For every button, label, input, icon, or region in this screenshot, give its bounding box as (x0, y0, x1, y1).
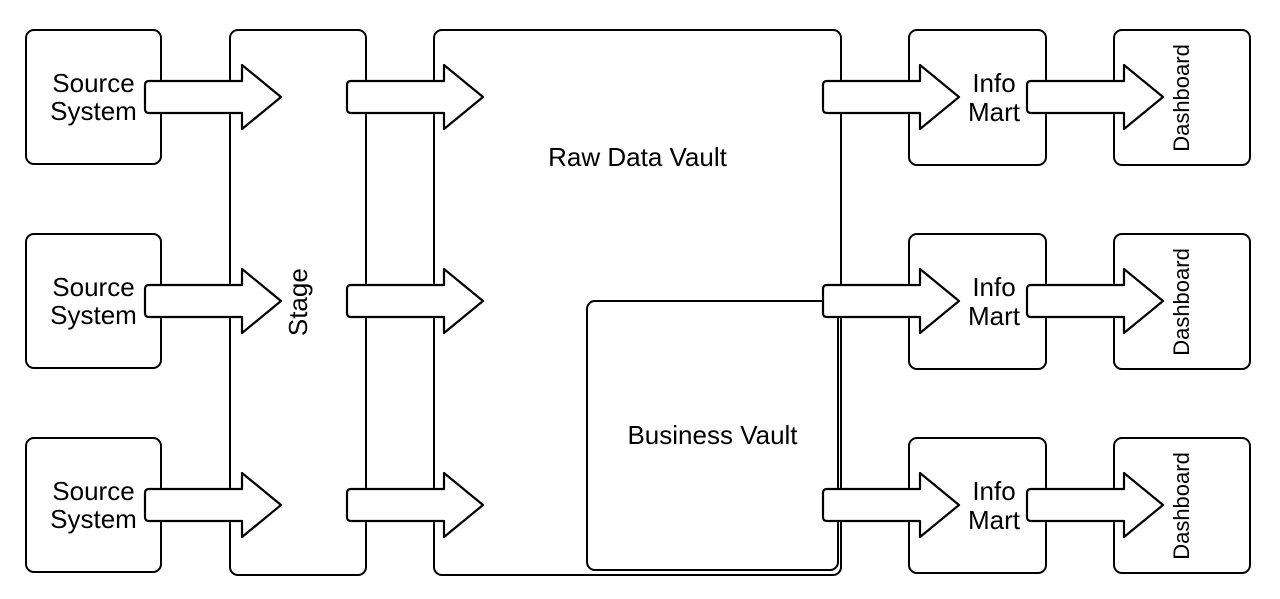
dashboard-node-3: Dashboard (1113, 437, 1251, 574)
dashboard-label: Dashboard (1169, 451, 1195, 560)
business-vault-label: Business Vault (627, 420, 798, 451)
info-mart-label: Info Mart (968, 68, 1020, 127)
dashboard-label: Dashboard (1169, 43, 1195, 152)
business-vault-node: Business Vault (586, 300, 839, 571)
stage-label: Stage (282, 268, 313, 337)
info-mart-label: Info Mart (968, 476, 1020, 535)
source-system-node-2: Source System (25, 233, 162, 369)
arrow-stage-to-vault-row3-icon (345, 471, 485, 539)
arrow-stage-to-vault-row1-icon (345, 63, 485, 131)
arrow-vault-to-infomart-row3-icon (821, 471, 961, 539)
arrow-source-to-stage-row3-icon (143, 471, 283, 539)
source-system-node-3: Source System (25, 437, 162, 573)
arrow-infomart-to-dashboard-row3-icon (1025, 471, 1165, 539)
source-system-label: Source System (50, 475, 137, 534)
arrow-source-to-stage-row1-icon (143, 63, 283, 131)
source-system-node-1: Source System (25, 29, 162, 165)
arrow-infomart-to-dashboard-row1-icon (1025, 63, 1165, 131)
arrow-source-to-stage-row2-icon (143, 267, 283, 335)
source-system-label: Source System (50, 67, 137, 126)
source-system-label: Source System (50, 271, 137, 330)
arrow-vault-to-infomart-row2-icon (821, 267, 961, 335)
dashboard-label: Dashboard (1169, 247, 1195, 356)
arrow-infomart-to-dashboard-row2-icon (1025, 267, 1165, 335)
arrow-vault-to-infomart-row1-icon (821, 63, 961, 131)
arrow-stage-to-vault-row2-icon (345, 267, 485, 335)
raw-data-vault-label: Raw Data Vault (548, 142, 727, 172)
info-mart-label: Info Mart (968, 272, 1020, 331)
